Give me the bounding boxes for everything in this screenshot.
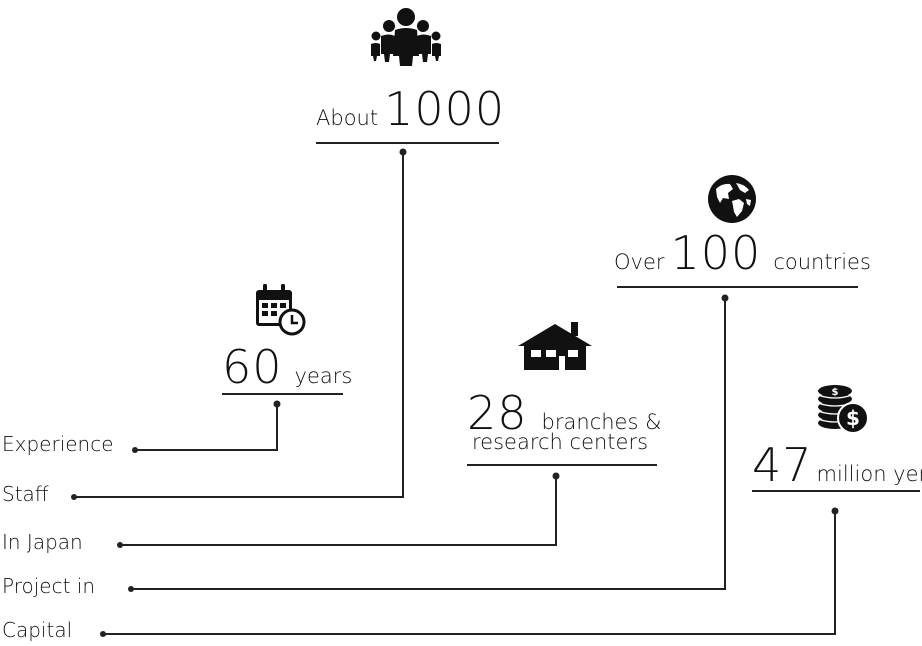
countries-prefix: Over — [614, 250, 665, 274]
label-capital: Capital — [2, 618, 73, 642]
capital-suffix: million yen — [816, 462, 922, 486]
capital-dot-end — [100, 631, 106, 637]
countries-connector — [131, 298, 726, 590]
people-icon — [371, 8, 441, 66]
branches-suffix-line2: research centers — [472, 430, 649, 454]
experience-connector — [135, 404, 278, 451]
label-experience: Experience — [2, 432, 114, 456]
branches-number: 28 — [467, 386, 528, 440]
countries-dot-end — [128, 586, 134, 592]
countries-number: 100 — [670, 226, 762, 280]
capital-dot-top — [831, 507, 839, 515]
staff-connector — [74, 152, 404, 498]
staff-number: 1000 — [384, 82, 506, 136]
branches-connector — [120, 476, 557, 546]
staff-prefix: About — [316, 106, 379, 130]
experience-stat: 60 years — [222, 340, 352, 394]
capital-connector — [103, 511, 836, 635]
branches-suffix-line1: branches & — [541, 410, 662, 434]
experience-dot-end — [132, 447, 138, 453]
experience-number: 60 — [222, 340, 283, 394]
countries-dot-top — [721, 294, 729, 302]
calendar-clock-icon — [256, 284, 306, 336]
svg-text:$: $ — [832, 387, 839, 398]
staff-dot-end — [71, 494, 77, 500]
label-japan: In Japan — [2, 530, 83, 554]
house-icon — [518, 322, 592, 370]
countries-suffix: countries — [773, 250, 871, 274]
capital-number: 47 — [752, 438, 813, 492]
branches-stat: 28 branches & research centers — [467, 386, 661, 454]
svg-text:$: $ — [846, 406, 860, 430]
branches-dot-end — [117, 542, 123, 548]
staff-dot-top — [399, 148, 407, 156]
branches-dot-top — [552, 472, 560, 480]
experience-suffix: years — [294, 364, 353, 388]
label-project: Project in — [2, 574, 96, 598]
coin-stack-dollar-icon: $ $ — [817, 385, 869, 434]
experience-dot-top — [273, 400, 281, 408]
label-staff: Staff — [2, 482, 49, 506]
globe-icon — [708, 175, 756, 223]
